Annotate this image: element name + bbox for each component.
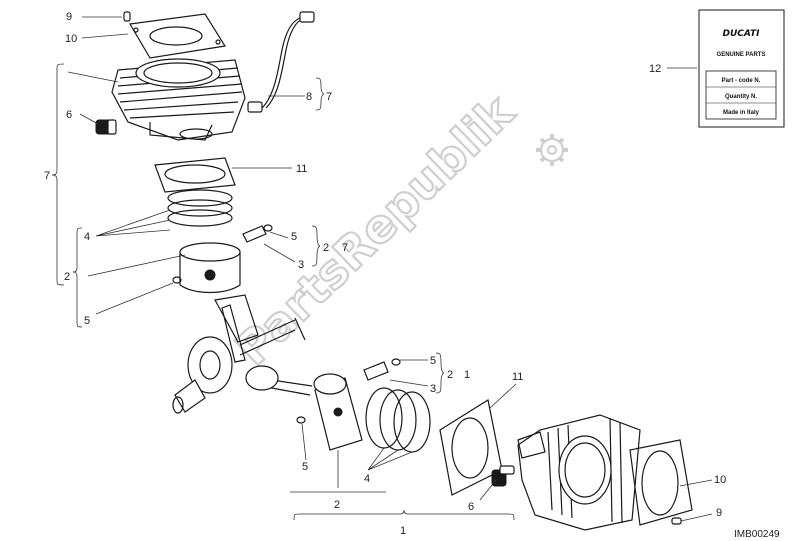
callout-6-top: 6 bbox=[66, 109, 72, 121]
callout-10-bottom: 10 bbox=[714, 474, 726, 486]
card-brand-logo: DUCATI bbox=[723, 29, 761, 39]
callout-5-bottom-right: 5 bbox=[430, 355, 436, 367]
lower-piston-pin bbox=[363, 361, 389, 381]
callout-9-top: 9 bbox=[66, 11, 72, 23]
upper-cylinder bbox=[111, 58, 246, 141]
upper-piston bbox=[179, 242, 241, 294]
upper-left-circlip bbox=[172, 276, 182, 284]
callout-3-top-right: 3 bbox=[298, 259, 304, 271]
callout-3-bottom-right: 3 bbox=[430, 383, 436, 395]
callout-7-left: 7 bbox=[44, 170, 50, 182]
callout-1-bottom-right: 1 bbox=[464, 369, 470, 381]
callout-12: 12 bbox=[649, 63, 661, 75]
callout-4-top: 4 bbox=[84, 231, 90, 243]
callout-4-bottom: 4 bbox=[364, 473, 370, 485]
callouts: 9 10 7 6 8 7 11 4 5 3 2 7 2 5 5 3 2 1 11… bbox=[44, 11, 780, 540]
lower-piston bbox=[313, 373, 363, 451]
callout-7-pin: 7 bbox=[342, 242, 348, 254]
card-row-origin: Made in Italy bbox=[723, 110, 760, 116]
crankshaft-assembly bbox=[172, 294, 313, 414]
callout-10-top: 10 bbox=[65, 33, 77, 45]
callout-2-top-right: 2 bbox=[323, 242, 329, 254]
upper-base-gasket bbox=[154, 157, 236, 193]
lower-centering-bushing bbox=[491, 465, 515, 487]
image-code: IMB00249 bbox=[734, 529, 780, 540]
callout-9-bottom: 9 bbox=[716, 507, 722, 519]
temperature-sensor-cable bbox=[247, 11, 315, 113]
upper-centering-bushing bbox=[95, 119, 117, 135]
callout-11-bottom: 11 bbox=[512, 371, 523, 383]
callout-5-top-right: 5 bbox=[291, 231, 297, 243]
lower-cylinder bbox=[517, 414, 641, 531]
card-subtitle: GENUINE PARTS bbox=[717, 52, 766, 58]
upper-piston-pin bbox=[242, 225, 267, 243]
genuine-parts-card: DUCATI GENUINE PARTS Part - code N. Quan… bbox=[698, 9, 785, 128]
card-row-quantity: Quantity N. bbox=[725, 94, 757, 100]
lower-head-gasket bbox=[629, 439, 693, 526]
callout-2-bottom: 2 bbox=[334, 499, 340, 511]
callout-11-top: 11 bbox=[296, 163, 307, 175]
watermark-gear-icon bbox=[536, 134, 568, 166]
lower-piston-rings bbox=[365, 387, 431, 453]
leader-lines bbox=[51, 16, 713, 522]
upper-circlip bbox=[263, 224, 273, 232]
callout-1-bottom: 1 bbox=[400, 525, 406, 537]
upper-piston-rings bbox=[167, 189, 233, 227]
callout-5-left: 5 bbox=[84, 315, 90, 327]
callout-8: 8 bbox=[306, 91, 312, 103]
watermark: PartsRepublik bbox=[224, 83, 568, 377]
lower-left-circlip bbox=[296, 416, 306, 424]
callout-2-left: 2 bbox=[64, 271, 70, 283]
lower-circlip bbox=[391, 358, 401, 366]
callout-7-wire: 7 bbox=[326, 91, 332, 103]
watermark-text: PartsRepublik bbox=[225, 84, 525, 376]
card-row-part-code: Part - code N. bbox=[722, 78, 761, 84]
callout-2-bottom-right: 2 bbox=[447, 369, 453, 381]
upper-head-gasket bbox=[129, 13, 226, 59]
upper-dowel-pin bbox=[123, 11, 131, 22]
callout-5-bottom: 5 bbox=[302, 461, 308, 473]
callout-6-bottom: 6 bbox=[468, 501, 474, 513]
lower-dowel-pin bbox=[671, 517, 682, 525]
